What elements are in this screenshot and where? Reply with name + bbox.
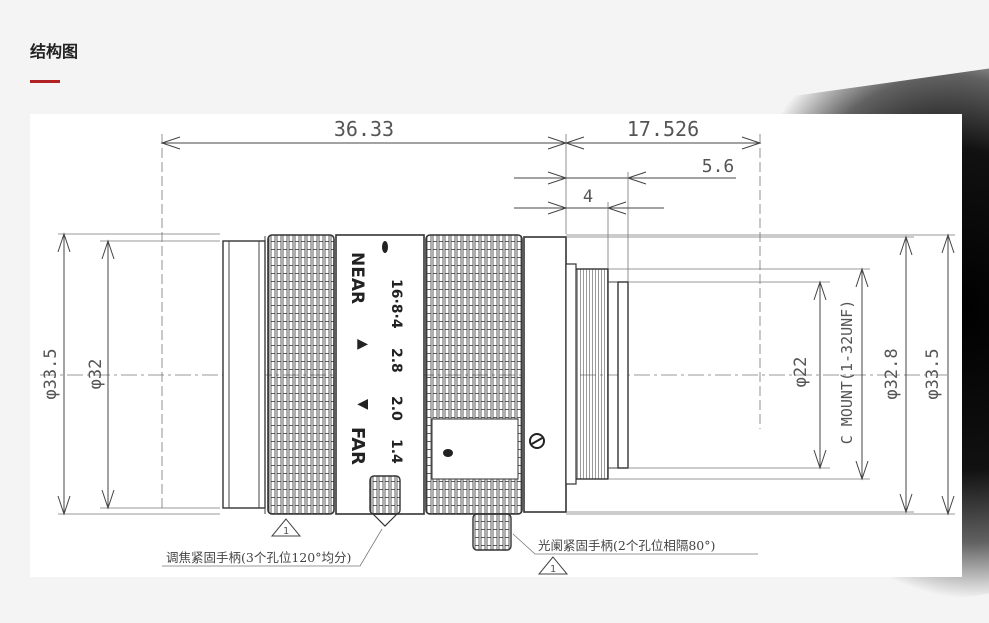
dim-right-diameter-2: φ33.5 xyxy=(923,348,943,399)
warning-triangle-icon xyxy=(537,556,569,575)
warning-triangle-icon xyxy=(270,518,302,537)
dim-mount-thread-spec: C MOUNT(1-32UNF) xyxy=(838,300,856,445)
title-underline xyxy=(30,80,60,83)
warning-number: 1 xyxy=(283,526,289,537)
lens-technical-drawing: 36.33 17.526 5.6 4 φ33.5 φ32 NEAR ▲ ▼ FA… xyxy=(40,117,955,575)
dim-arrow xyxy=(899,493,913,514)
dim-arrow xyxy=(57,495,71,516)
focus-scale-band xyxy=(335,234,425,515)
iris-index-dot-icon xyxy=(443,449,453,457)
iris-lock-note: 光阑紧固手柄(2个孔位相隔80°) xyxy=(538,538,715,553)
focus-lock-handle xyxy=(369,475,401,515)
dim-arrow xyxy=(101,239,115,260)
focus-far-label: FAR xyxy=(347,427,368,465)
c-mount-thread xyxy=(575,268,609,480)
mount-shoulder xyxy=(565,263,577,485)
dim-arrow xyxy=(741,136,762,150)
aperture-mark: 2.0 xyxy=(388,396,404,421)
dim-arrow xyxy=(813,449,827,470)
focus-knurl-ring xyxy=(267,234,335,515)
aperture-mark: 2.8 xyxy=(388,348,404,373)
dim-arrow xyxy=(941,495,955,516)
far-arrow-icon: ▼ xyxy=(355,399,371,410)
focus-lock-leader xyxy=(162,528,383,567)
dim-thread-length: 4 xyxy=(583,187,593,207)
dim-arrow xyxy=(160,136,181,150)
dim-arrow xyxy=(547,171,568,185)
warning-number: 1 xyxy=(550,564,556,575)
focus-near-label: NEAR xyxy=(347,252,367,304)
dim-arrow xyxy=(855,460,869,481)
focus-lock-note: 调焦紧固手柄(3个孔位120°均分) xyxy=(166,550,351,565)
dim-total-length: 36.33 xyxy=(334,117,394,141)
focus-lock-tip xyxy=(372,513,398,527)
dim-arrow xyxy=(813,280,827,301)
rear-flange xyxy=(617,281,629,469)
index-dot-icon xyxy=(382,241,388,253)
structure-drawing: 36.33 17.526 5.6 4 φ33.5 φ32 NEAR ▲ ▼ FA… xyxy=(30,114,962,577)
dim-mount-diameter: φ22 xyxy=(791,357,811,388)
dim-arrow xyxy=(941,233,955,254)
section-title: 结构图 xyxy=(30,42,79,61)
rear-barrel xyxy=(523,236,567,513)
dim-right-diameter-1: φ32.8 xyxy=(882,348,902,399)
dim-arrow xyxy=(855,267,869,288)
front-cap xyxy=(222,240,266,509)
dim-arrow xyxy=(899,235,913,256)
dim-arrow xyxy=(564,136,585,150)
dim-left-inner-diameter: φ32 xyxy=(86,359,106,390)
aperture-mark: 16·8·4 xyxy=(388,279,404,329)
set-screw-slot xyxy=(531,437,543,445)
iris-window xyxy=(431,418,519,480)
iris-lock-handle xyxy=(472,513,512,551)
dim-arrow xyxy=(547,201,568,215)
dim-arrow xyxy=(101,489,115,510)
aperture-mark: 1.4 xyxy=(388,439,404,464)
dim-left-outer-diameter: φ33.5 xyxy=(41,348,61,399)
near-arrow-icon: ▲ xyxy=(355,339,371,350)
dim-mount-length: 17.526 xyxy=(627,117,699,141)
dim-flange-distance: 5.6 xyxy=(702,156,735,177)
dim-arrow xyxy=(57,232,71,253)
iris-lock-leader xyxy=(512,533,758,555)
